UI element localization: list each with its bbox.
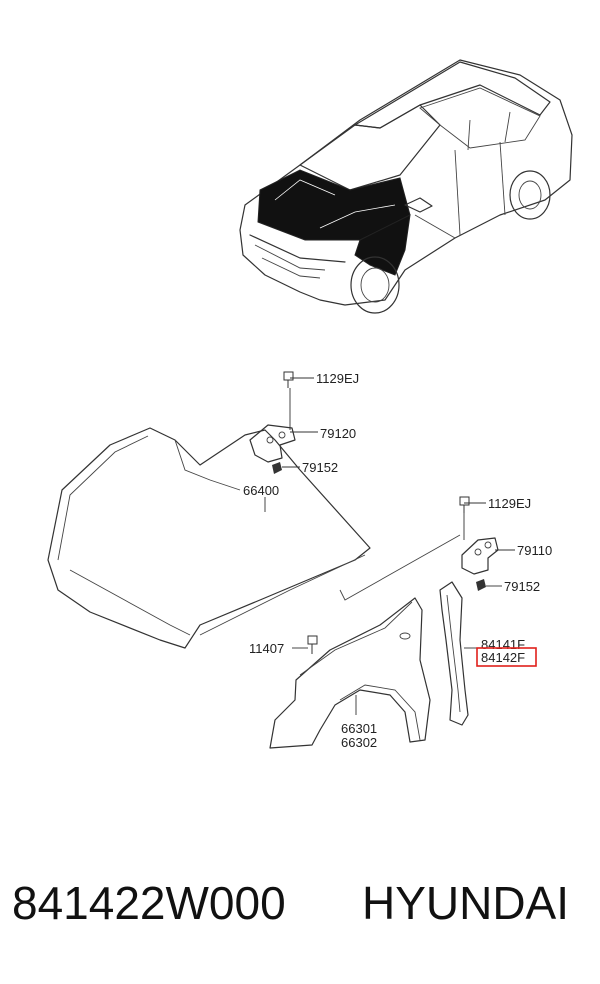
fender-bolt: [307, 635, 318, 654]
label-garnish-highlighted: 84142F: [481, 650, 525, 665]
label-fender-rh: 66302: [341, 735, 377, 750]
leader-lines: [264, 377, 515, 715]
part-number: 841422W000: [12, 877, 286, 929]
hood-hinge-lh: [249, 424, 296, 463]
hood-hinge-rh: [461, 537, 499, 575]
vehicle-illustration: [239, 59, 573, 314]
hinge-nut-lh: [272, 462, 282, 474]
label-bolt-hood-hinge: 1129EJ: [316, 371, 359, 386]
label-hinge-hood-rh: 79110: [517, 543, 552, 558]
hinge-bolt-rh: [459, 496, 470, 513]
label-fender-lh: 66301: [341, 721, 377, 736]
label-hinge-hood-lh: 79120: [320, 426, 356, 441]
footer: 841422W000 HYUNDAI: [0, 876, 600, 946]
hinge-nut-rh: [476, 579, 486, 591]
hinge-bolt-lh: [283, 371, 294, 388]
highlight-box: [476, 647, 537, 667]
front-fender: [269, 597, 431, 749]
hood-panel: [47, 427, 371, 649]
label-hinge-nut-rh: 79152: [504, 579, 540, 594]
label-hinge-nut-lh: 79152: [302, 460, 338, 475]
label-fender-bolt: 11407: [249, 641, 284, 656]
label-bolt-fender-hinge: 1129EJ: [488, 496, 531, 511]
brand-name: HYUNDAI: [362, 877, 570, 929]
fender-garnish: [439, 581, 469, 726]
label-hood-panel: 66400: [243, 483, 279, 498]
